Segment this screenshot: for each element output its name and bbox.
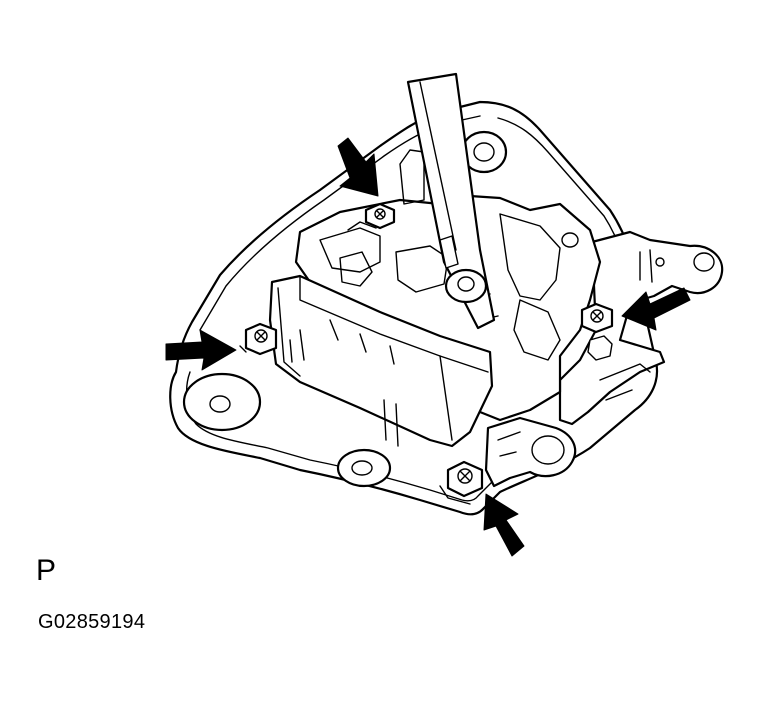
arrow-lower — [483, 493, 525, 557]
bolt-right — [580, 302, 614, 361]
arrow-upper-left — [337, 137, 379, 197]
lower-linkage — [484, 416, 577, 488]
figure-code: G02859194 — [38, 611, 146, 633]
bolt-lower — [439, 460, 484, 505]
bolt-left — [239, 322, 278, 356]
mounting-boss-left — [182, 372, 262, 432]
arrow-left — [165, 329, 237, 371]
bolt-upper-left — [364, 202, 396, 230]
shift-lever-shaft — [406, 72, 496, 330]
arrow-right — [621, 287, 691, 331]
cable-bracket-right — [558, 230, 724, 426]
view-label: P — [36, 554, 57, 587]
selector-cover — [268, 251, 494, 448]
mounting-boss-bottom — [336, 448, 392, 488]
